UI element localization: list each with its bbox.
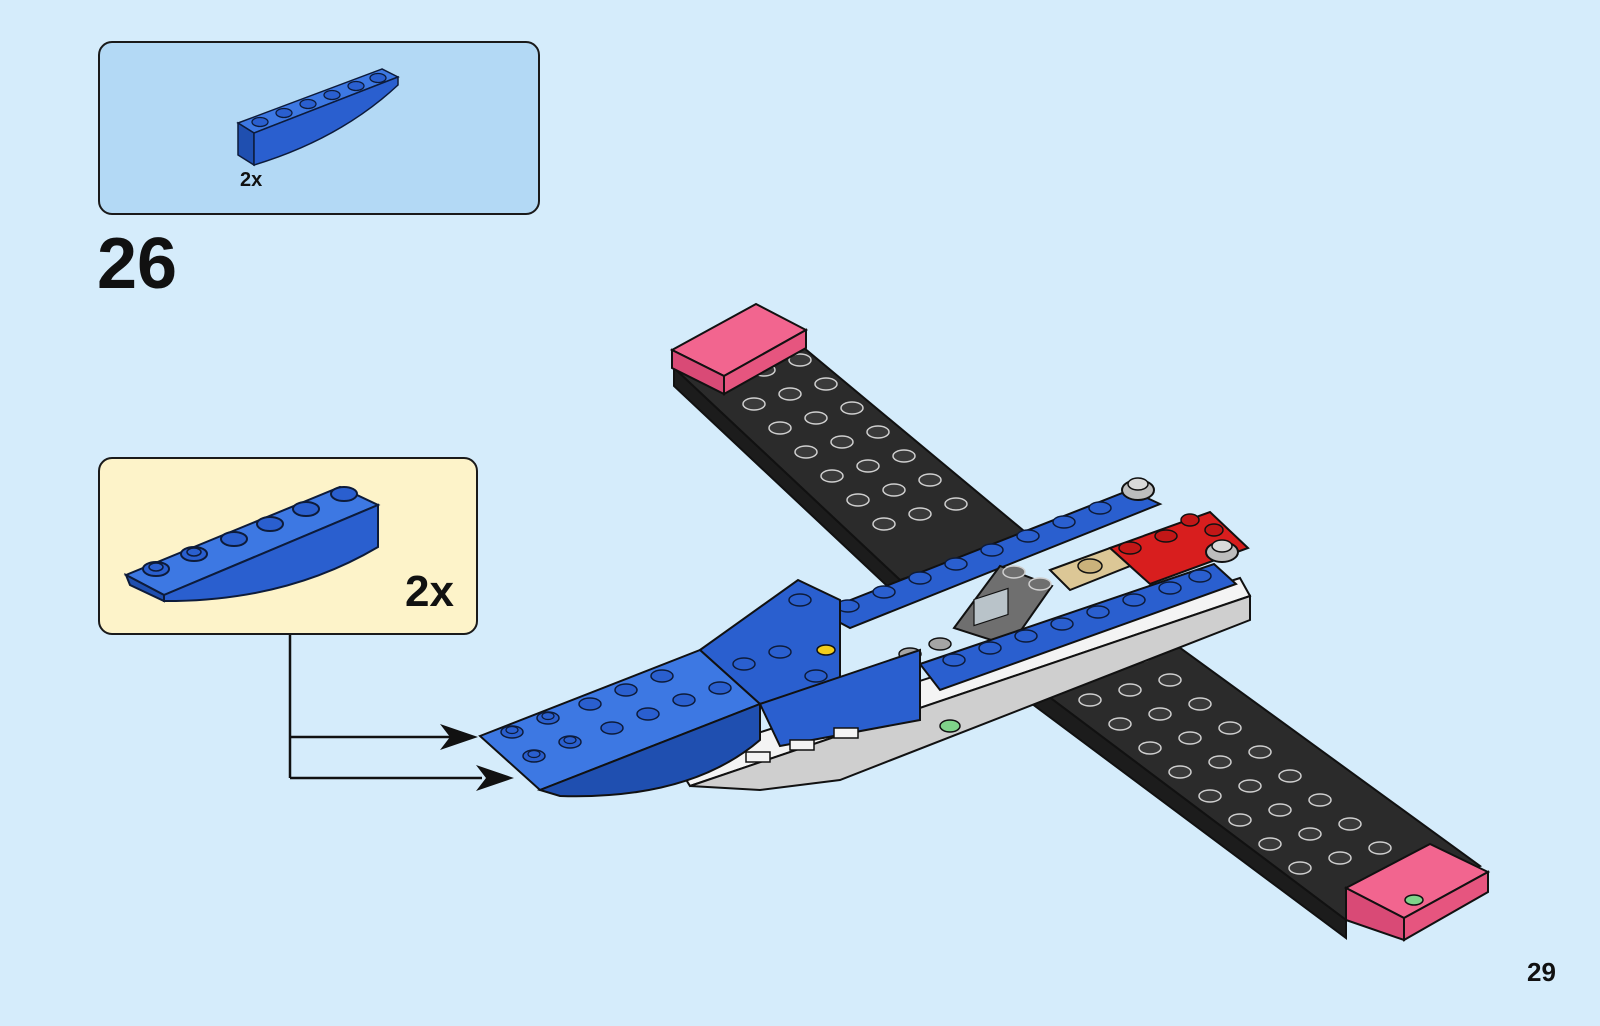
page-number: 29 [1527,957,1556,988]
